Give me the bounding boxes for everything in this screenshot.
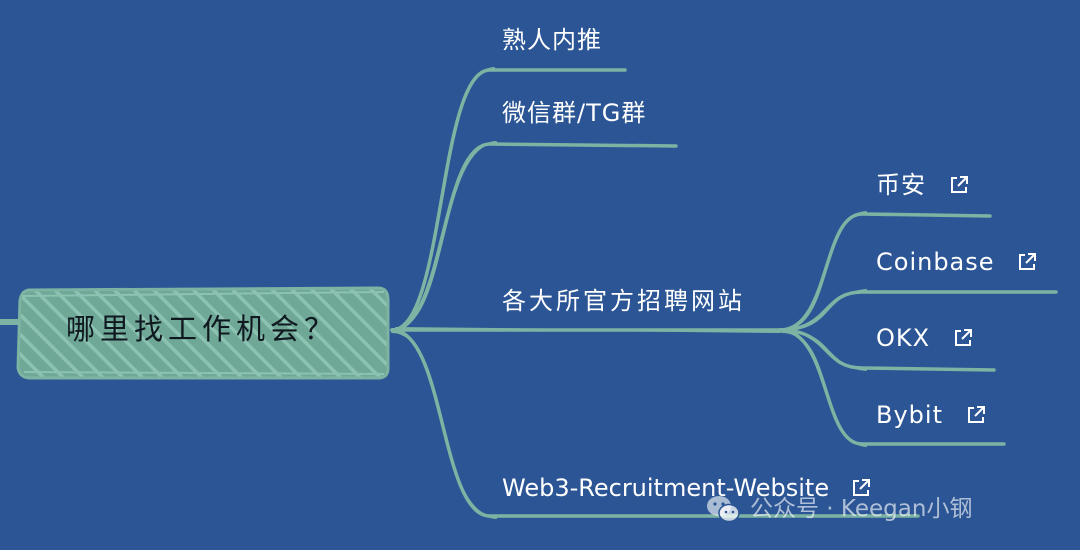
external-link-icon[interactable] [851,478,871,498]
branch-wechat-tg-groups-label: 微信群/TG群 [502,99,647,127]
branch-exchange-sites-label: 各大所官方招聘网站 [502,287,745,315]
watermark-text: 公众号 · Keegan小钢 [750,496,973,522]
sub-branch-connectors [778,211,1058,447]
root-node-label: 哪里找工作机会？ [66,312,339,346]
sub-branch-coinbase[interactable]: Coinbase [876,247,1037,277]
sub-branch-bybit[interactable]: Bybit [876,400,986,430]
sub-branch-okx[interactable]: OKX [876,323,973,353]
watermark: 公众号 · Keegan小钢 [706,492,972,526]
sub-branch-binance[interactable]: 币安 [876,170,969,200]
sub-branch-coinbase-label: Coinbase [876,248,995,276]
sub-branch-binance-label: 币安 [876,171,926,199]
external-link-icon[interactable] [949,175,969,195]
wechat-icon [707,496,740,523]
branch-web3-recruitment-website[interactable]: Web3-Recruitment-Website [502,473,871,503]
branch-referral[interactable]: 熟人内推 [502,25,602,55]
branch-web3-recruitment-website-label: Web3-Recruitment-Website [502,474,830,502]
branch-exchange-sites[interactable]: 各大所官方招聘网站 [502,286,745,316]
branch-referral-label: 熟人内推 [502,26,602,54]
external-link-icon[interactable] [966,405,986,425]
root-node[interactable] [0,286,390,380]
branch-connectors [390,67,920,519]
sub-branch-okx-label: OKX [876,324,931,352]
external-link-icon[interactable] [1017,252,1037,272]
external-link-icon[interactable] [953,328,973,348]
branch-wechat-tg-groups[interactable]: 微信群/TG群 [502,98,646,128]
sub-branch-bybit-label: Bybit [876,401,943,429]
